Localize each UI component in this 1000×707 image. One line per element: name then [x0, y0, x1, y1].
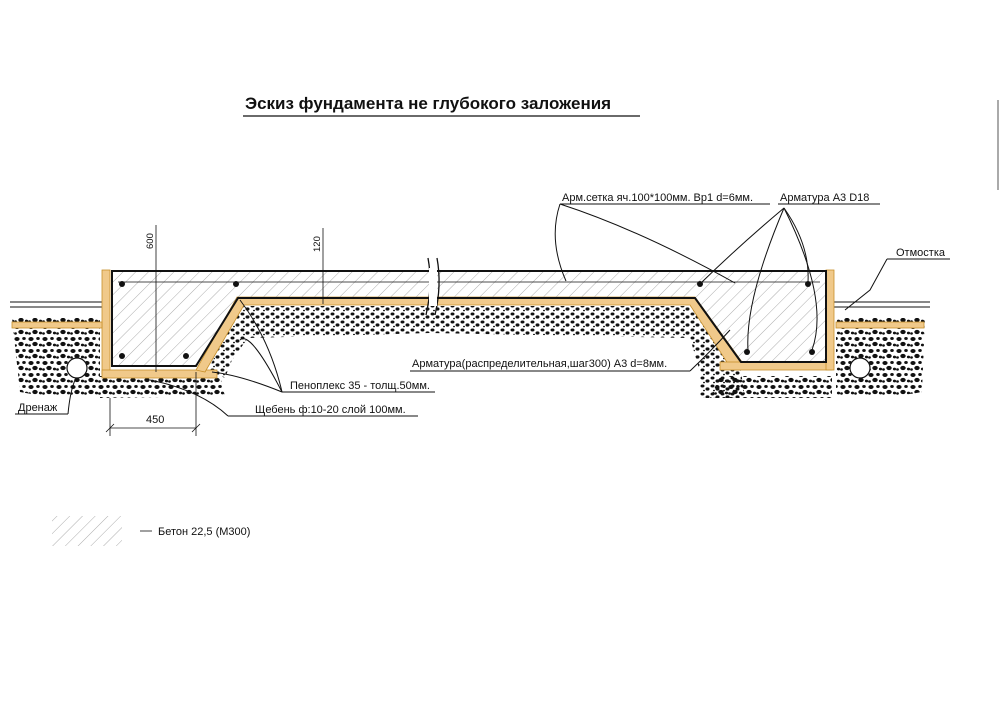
- dim-120-text: 120: [312, 236, 323, 252]
- rebar-points: [119, 281, 815, 359]
- callout-gravel: Щебень ф:10-20 слой 100мм.: [255, 404, 406, 416]
- legend-concrete-swatch: [52, 516, 122, 546]
- callout-insulation: Пеноплекс 35 - толщ.50мм.: [290, 380, 430, 392]
- drain-pipe-right: [849, 357, 871, 379]
- page-title: Эскиз фундамента не глубокого заложения: [245, 94, 611, 113]
- callout-drainage: Дренаж: [18, 402, 58, 414]
- dim-600-text: 600: [145, 233, 156, 249]
- drain-pipe-left: [66, 357, 88, 379]
- callout-rebar-distribution: Арматура(распределительная,шаг300) А3 d=…: [412, 358, 667, 370]
- dim-450-text: 450: [146, 414, 164, 426]
- dimension-450: [105, 372, 201, 436]
- callout-rebar-main: Арматура А3 D18: [780, 192, 869, 204]
- legend-concrete-label: Бетон 22,5 (М300): [158, 526, 250, 538]
- leader-lines: [15, 203, 950, 417]
- callout-mesh: Арм.сетка яч.100*100мм. Вр1 d=6мм.: [562, 192, 753, 204]
- callout-blind-area: Отмостка: [896, 247, 946, 259]
